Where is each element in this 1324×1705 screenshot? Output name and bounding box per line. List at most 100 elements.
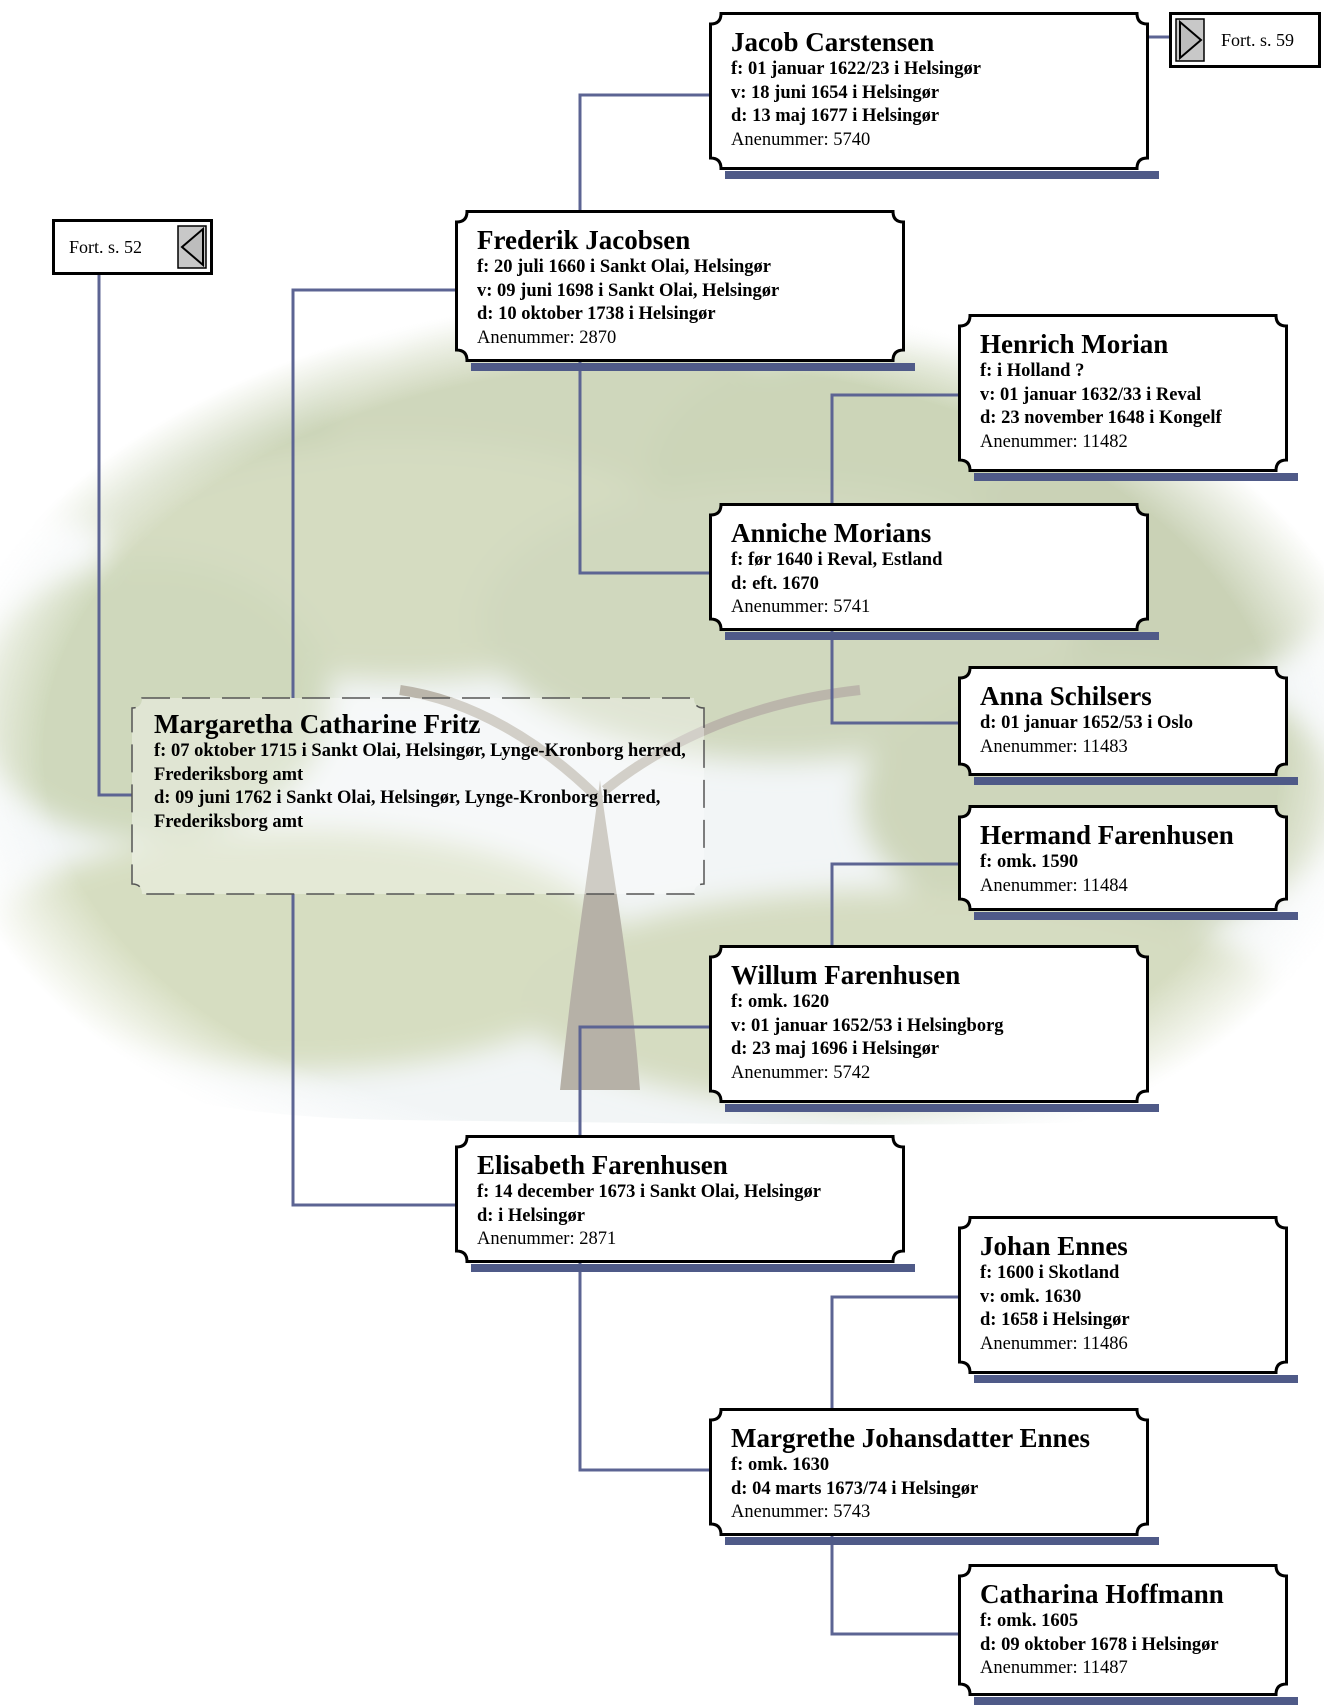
person-event: d: 13 maj 1677 i Helsingør xyxy=(731,106,940,126)
person-event: d: 01 januar 1652/53 i Oslo xyxy=(980,713,1193,733)
person-event: d: i Helsingør xyxy=(477,1205,585,1226)
root-person-name: Margaretha Catharine Fritz xyxy=(154,709,481,739)
person-anenummer: Anenummer: 11484 xyxy=(980,875,1128,896)
root-person-death: d: 09 juni 1762 i Sankt Olai, Helsingør,… xyxy=(154,788,661,832)
person-anenummer: Anenummer: 11486 xyxy=(980,1333,1128,1354)
person-event: v: omk. 1630 xyxy=(980,1286,1082,1307)
card-shadow xyxy=(725,632,1159,640)
person-event: v: 18 juni 1654 i Helsingør xyxy=(731,82,940,103)
card-shadow xyxy=(974,473,1298,481)
person-event: d: 10 oktober 1738 i Helsingør xyxy=(477,304,716,324)
elisabeth-to-willum-connector xyxy=(578,1025,709,1135)
continuation-left-page-link[interactable]: Fort. s. 52 xyxy=(52,219,213,275)
root-person-card[interactable]: Margaretha Catharine Fritz f: 07 oktober… xyxy=(131,697,705,895)
person-name: Willum Farenhusen xyxy=(731,960,961,990)
person-name: Elisabeth Farenhusen xyxy=(477,1150,728,1180)
card-shadow xyxy=(974,777,1298,785)
person-anenummer: Anenummer: 5743 xyxy=(731,1502,871,1522)
person-event: d: 1658 i Helsingør xyxy=(980,1310,1130,1330)
continuation-right-label: Fort. s. 59 xyxy=(1221,29,1295,50)
person-name: Anniche Morians xyxy=(731,518,932,548)
person-name: Anna Schilsers xyxy=(980,681,1152,711)
person-anenummer: Anenummer: 11483 xyxy=(980,736,1128,757)
person-event: f: omk. 1605 xyxy=(980,1611,1079,1631)
frederik-to-anniche-connector xyxy=(578,362,709,575)
person-event: f: 1600 i Skotland xyxy=(980,1263,1120,1283)
margrethe-to-catharina-connector xyxy=(830,1536,958,1636)
right-triangle-icon xyxy=(1179,19,1203,61)
root-person-dashed-frame xyxy=(131,697,705,895)
person-event: f: i Holland ? xyxy=(980,361,1085,381)
anniche-to-anna-connector xyxy=(830,631,958,725)
left-continuation-connector xyxy=(97,275,132,797)
person-name: Hermand Farenhusen xyxy=(980,820,1234,850)
person-event: d: 23 november 1648 i Kongelf xyxy=(980,408,1222,428)
card-frame xyxy=(958,1564,1288,1696)
root-to-frederik-connector xyxy=(291,288,455,698)
person-name: Frederik Jacobsen xyxy=(477,225,691,255)
person-anenummer: Anenummer: 2871 xyxy=(477,1229,617,1249)
person-event: f: 01 januar 1622/23 i Helsingør xyxy=(731,59,981,79)
card-shadow xyxy=(471,363,915,371)
person-name: Jacob Carstensen xyxy=(731,27,935,57)
person-event: f: omk. 1630 xyxy=(731,1455,830,1475)
root-person-birth: f: 07 oktober 1715 i Sankt Olai, Helsing… xyxy=(154,741,686,785)
card-frame xyxy=(958,1216,1288,1374)
left-triangle-icon xyxy=(180,226,204,268)
anniche-to-henrich-connector xyxy=(830,393,958,503)
card-shadow xyxy=(471,1264,915,1272)
person-anenummer: Anenummer: 5741 xyxy=(731,597,871,617)
person-name: Margrethe Johansdatter Ennes xyxy=(731,1423,1090,1453)
person-anenummer: Anenummer: 11482 xyxy=(980,431,1128,452)
card-shadow xyxy=(725,171,1159,179)
card-frame xyxy=(958,805,1288,911)
person-event: v: 01 januar 1652/53 i Helsingborg xyxy=(731,1015,1004,1036)
person-event: v: 01 januar 1632/33 i Reval xyxy=(980,384,1202,405)
card-shadow xyxy=(974,912,1298,920)
person-anenummer: Anenummer: 2870 xyxy=(477,327,617,348)
continuation-left-label: Fort. s. 52 xyxy=(69,236,143,257)
person-name: Johan Ennes xyxy=(980,1231,1128,1261)
person-event: f: omk. 1620 xyxy=(731,992,830,1012)
card-shadow xyxy=(974,1375,1298,1383)
person-anenummer: Anenummer: 5740 xyxy=(731,129,871,150)
person-event: d: 04 marts 1673/74 i Helsingør xyxy=(731,1478,979,1499)
person-event: f: 14 december 1673 i Sankt Olai, Helsin… xyxy=(477,1182,821,1202)
person-name: Henrich Morian xyxy=(980,329,1169,359)
willum-to-hermand-connector xyxy=(830,862,958,945)
person-event: d: 09 oktober 1678 i Helsingør xyxy=(980,1634,1219,1655)
card-frame xyxy=(709,945,1149,1103)
person-event: d: 23 maj 1696 i Helsingør xyxy=(731,1039,940,1059)
margrethe-to-johan-connector xyxy=(830,1295,958,1408)
person-event: f: omk. 1590 xyxy=(980,852,1079,872)
card-frame xyxy=(709,503,1149,631)
person-event: f: før 1640 i Reval, Estland xyxy=(731,550,943,570)
elisabeth-to-margrethe-connector xyxy=(578,1263,709,1472)
person-event: d: eft. 1670 xyxy=(731,573,819,594)
person-event: v: 09 juni 1698 i Sankt Olai, Helsingør xyxy=(477,280,780,301)
card-frame xyxy=(958,314,1288,472)
card-frame xyxy=(455,210,905,362)
card-shadow xyxy=(725,1104,1159,1112)
card-frame xyxy=(709,1408,1149,1536)
card-frame xyxy=(455,1135,905,1263)
person-anenummer: Anenummer: 5742 xyxy=(731,1062,871,1083)
card-shadow xyxy=(974,1697,1298,1705)
root-to-elisabeth-connector xyxy=(291,894,455,1207)
person-name: Catharina Hoffmann xyxy=(980,1579,1224,1609)
card-frame xyxy=(709,12,1149,170)
frederik-to-jacob-connector xyxy=(578,93,709,210)
continuation-right-page-link[interactable]: Fort. s. 59 xyxy=(1169,12,1321,68)
